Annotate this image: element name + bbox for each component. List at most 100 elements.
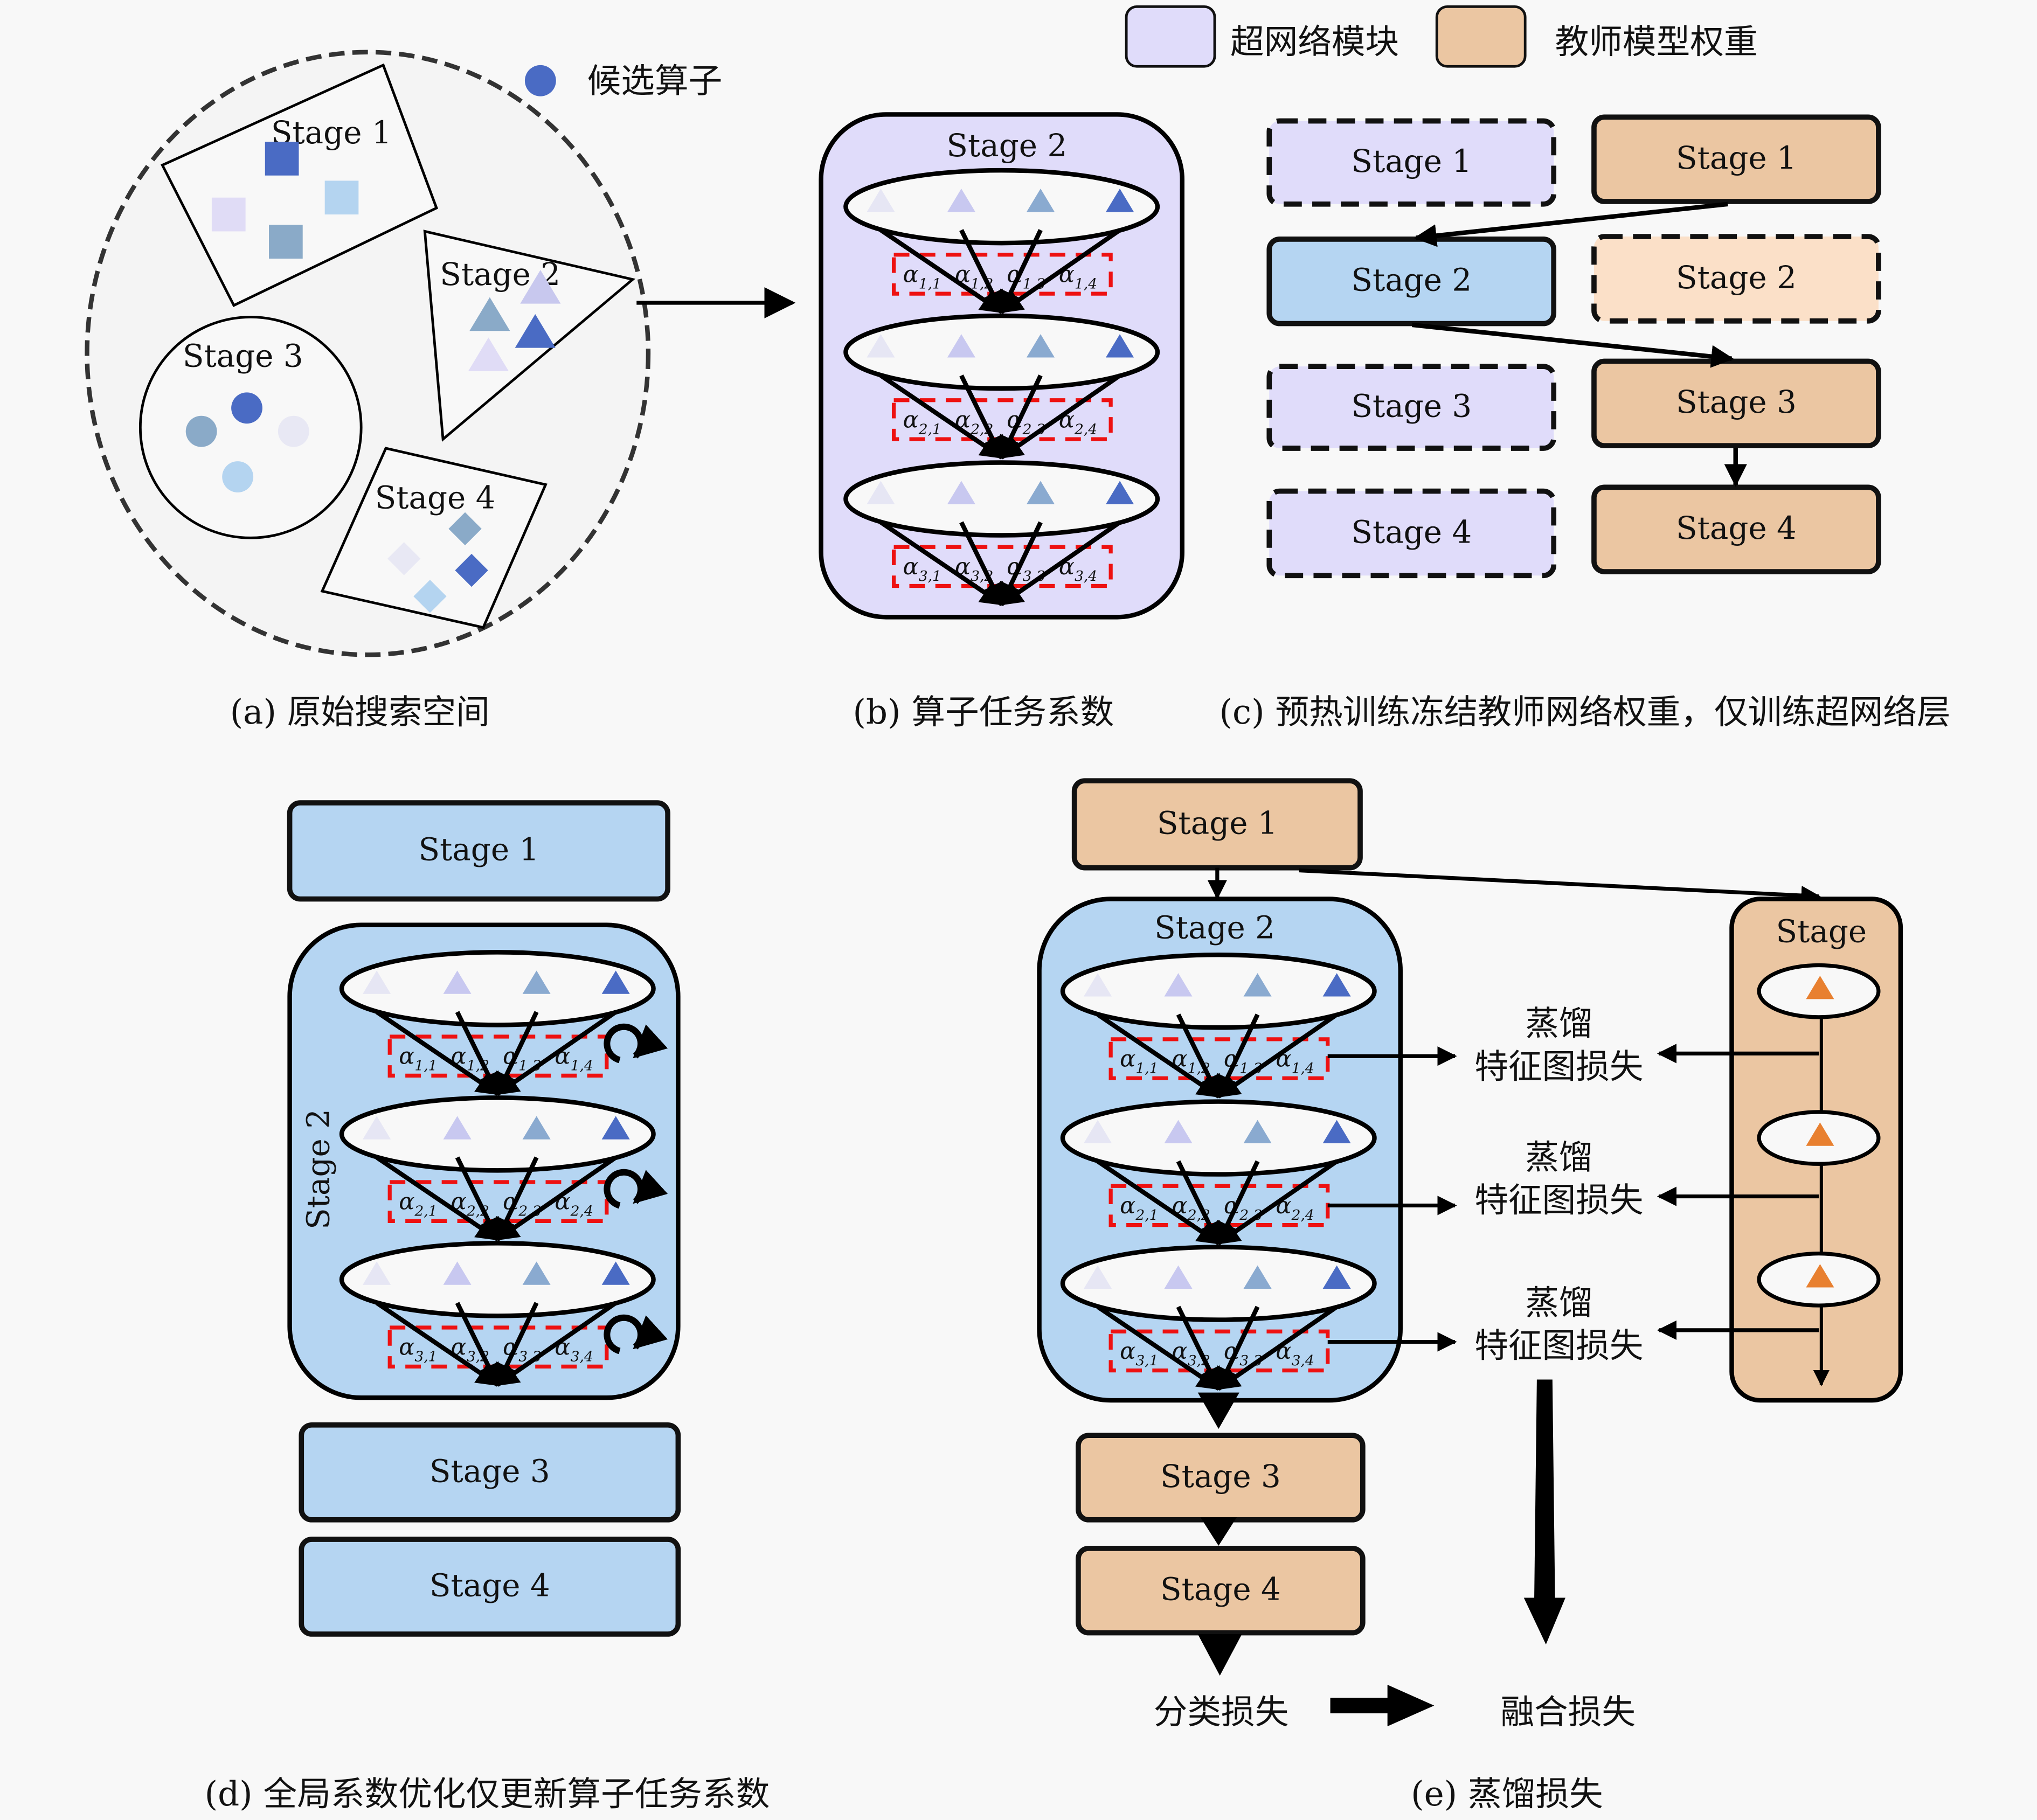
candidate-op-triangle-icon <box>947 481 975 504</box>
op-to-node-arrow <box>1176 1013 1221 1099</box>
caption-d: (d) 全局系数优化仅更新算子任务系数 <box>205 1774 770 1814</box>
candidate-op-triangle-icon <box>601 970 630 994</box>
distill-label: 蒸馏 <box>1525 1004 1592 1043</box>
candidate-op-triangle-icon <box>363 1116 391 1140</box>
alpha-subscript: 2,1 <box>1135 1207 1158 1224</box>
caption-b: (b) 算子任务系数 <box>853 692 1114 732</box>
candidate-op-circle-icon <box>278 415 309 447</box>
op-to-node-arrow <box>1000 228 1121 314</box>
candidate-op-triangle-icon <box>947 189 975 212</box>
d-stage3 <box>299 1422 681 1523</box>
e-teacher-stage4 <box>1076 1546 1366 1636</box>
op-to-node-arrow <box>1216 1012 1339 1099</box>
op-to-node-arrow <box>495 1155 618 1241</box>
candidate-op-triangle-icon <box>601 1116 630 1140</box>
feature-loss-label: 特征图损失 <box>1474 1180 1643 1220</box>
e-stage2-title: Stage 2 <box>1154 909 1275 946</box>
distill-total-arrow-shaft <box>1534 1379 1555 1598</box>
c-supernet-stage3-label: Stage 3 <box>1351 387 1472 424</box>
candidate-op-circle-icon <box>185 415 217 447</box>
alpha-subscript: 3,1 <box>1135 1352 1158 1369</box>
e-down-arrow-icon <box>1200 1517 1237 1546</box>
op-to-node-arrow <box>375 1010 500 1096</box>
stage1-region <box>161 63 439 308</box>
candidate-op-triangle-icon <box>522 1116 551 1140</box>
candidate-op-square-icon <box>211 197 246 232</box>
legend-supernet-swatch <box>1125 5 1216 68</box>
candidate-op-triangle-icon <box>443 970 472 994</box>
op-to-node-arrow <box>1216 1305 1339 1391</box>
c-teacher-stage4 <box>1591 484 1881 574</box>
operator-layer-ellipse <box>339 1095 656 1173</box>
c-supernet-stage3 <box>1266 364 1557 451</box>
candidate-op-square-icon <box>324 180 359 215</box>
alpha-subscript: 3,4 <box>1075 568 1097 585</box>
op-to-node-arrow <box>1096 1304 1221 1391</box>
op-to-node-arrow <box>959 229 1004 314</box>
candidate-op-triangle-icon <box>1084 973 1112 997</box>
candidate-op-triangle-icon <box>1164 1120 1193 1143</box>
alpha-subscript: 1,4 <box>1292 1060 1314 1077</box>
operator-layer-ellipse <box>1060 1099 1377 1177</box>
fused-loss-label: 融合损失 <box>1500 1692 1636 1732</box>
candidate-op-triangle-icon <box>1084 1120 1112 1143</box>
operator-layer-ellipse <box>1060 952 1377 1030</box>
d-stage2-title: Stage 2 <box>300 1109 336 1229</box>
candidate-op-square-icon <box>269 225 303 259</box>
candidate-op-triangle-icon <box>867 481 895 504</box>
candidate-op-triangle-icon <box>1106 334 1134 358</box>
c-flow-arrow <box>1412 322 1734 368</box>
c-teacher-stage1-label: Stage 1 <box>1676 140 1797 176</box>
update-loop-icon <box>604 1023 668 1064</box>
e-teacher-stage-title: Stage <box>1776 913 1867 950</box>
op-to-node-arrow <box>1176 1305 1221 1391</box>
candidate-op-square-icon <box>265 142 299 176</box>
candidate-op-triangle-icon <box>1106 481 1134 504</box>
c-supernet-stage4 <box>1266 488 1557 579</box>
c-supernet-stage1-label: Stage 1 <box>1351 143 1472 179</box>
op-to-node-arrow <box>495 1301 618 1387</box>
alpha-subscript: 3,4 <box>1292 1352 1314 1369</box>
alpha-subscript: 1,1 <box>414 1058 437 1074</box>
legend-supernet-label: 超网络模块 <box>1230 22 1399 61</box>
e-teacher-stage4-label: Stage 4 <box>1160 1571 1281 1608</box>
caption-e: (e) 蒸馏损失 <box>1411 1774 1603 1814</box>
operator-layer-ellipse <box>339 1241 656 1318</box>
op-to-node-arrow <box>1096 1159 1221 1245</box>
op-to-node-arrow <box>1216 1159 1339 1245</box>
legend-teacher-label: 教师模型权重 <box>1555 22 1758 61</box>
d-stage1 <box>287 800 670 902</box>
c-teacher-stage2-label: Stage 2 <box>1676 259 1797 296</box>
candidate-op-triangle-icon <box>1243 973 1272 997</box>
candidate-op-triangle-icon <box>1322 973 1351 997</box>
d-stage1-label: Stage 1 <box>418 831 539 868</box>
c-teacher-stage2 <box>1591 234 1881 324</box>
c-teacher-stage3-label: Stage 3 <box>1676 384 1797 420</box>
distill-label: 蒸馏 <box>1525 1138 1592 1177</box>
op-to-node-arrow <box>1096 1012 1221 1099</box>
op-to-node-arrow <box>959 374 1004 460</box>
operator-triangle-icon <box>469 297 510 331</box>
op-to-node-arrow <box>375 1155 500 1241</box>
distill-total-arrow-icon <box>1523 1597 1565 1645</box>
operator-layer-ellipse <box>339 950 656 1027</box>
op-to-node-arrow <box>879 520 1004 606</box>
candidate-op-triangle-icon <box>1164 973 1193 997</box>
op-to-node-arrow <box>495 1010 618 1096</box>
e-down-arrow-icon <box>1197 1392 1239 1429</box>
e-teacher-stage3-label: Stage 3 <box>1160 1458 1281 1495</box>
op-to-node-arrow <box>959 521 1004 607</box>
candidate-op-triangle-icon <box>443 1261 472 1285</box>
operator-layer-ellipse <box>843 168 1160 246</box>
operator-layer-ellipse <box>843 460 1160 538</box>
op-to-node-arrow <box>375 1301 500 1387</box>
stage4-region <box>320 447 548 629</box>
c-flow-arrow <box>1414 202 1728 247</box>
alpha-subscript: 2,1 <box>414 1203 437 1220</box>
c-supernet-stage1 <box>1266 118 1557 207</box>
update-loop-icon <box>604 1314 668 1354</box>
classification-loss-label: 分类损失 <box>1154 1692 1289 1732</box>
